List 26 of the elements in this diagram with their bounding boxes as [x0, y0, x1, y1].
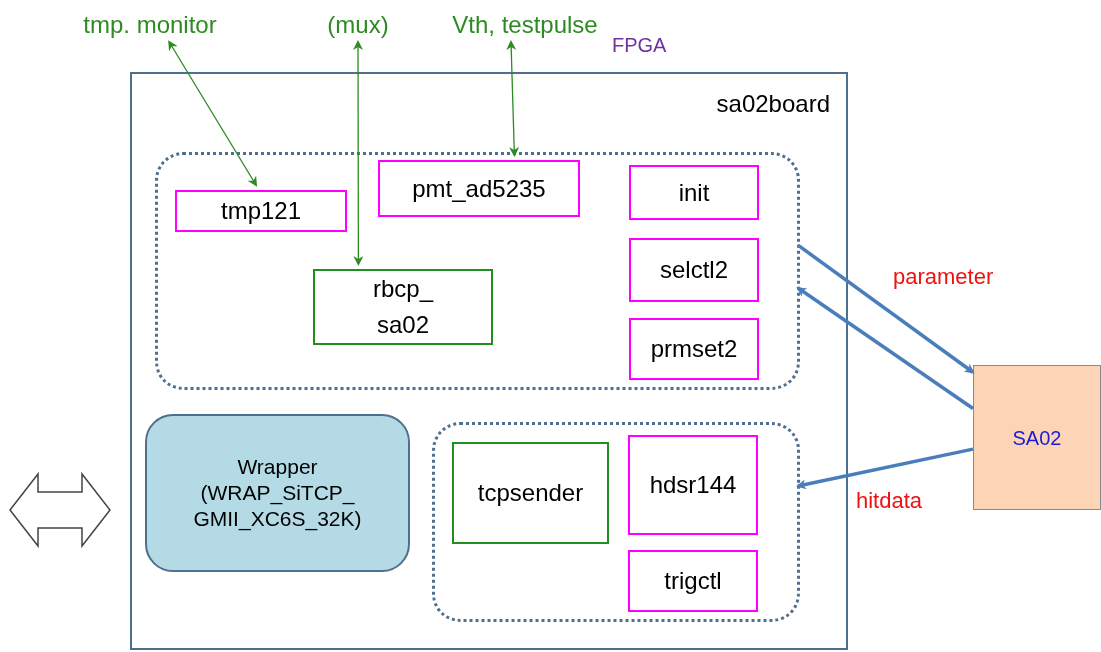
wrapper-box — [145, 414, 410, 572]
module-group — [155, 152, 800, 390]
module-box: init — [629, 165, 759, 220]
board-box — [130, 72, 848, 650]
chip-label: FPGA — [612, 33, 667, 58]
module-name: (WRAP_SiTCP_ GMII_XC6S_32K) — [192, 479, 363, 533]
signal-label: tmp. monitor — [70, 8, 230, 42]
arrow — [353, 40, 364, 266]
board-title: sa02board — [716, 89, 830, 119]
chip-box: SA02 — [973, 365, 1101, 510]
arrow — [796, 243, 975, 374]
arrow — [168, 40, 258, 187]
arrow — [796, 447, 974, 490]
signal-label: (mux) — [313, 8, 403, 42]
module-box: pmt_ad5235 — [378, 160, 580, 217]
module-box: hdsr144 — [628, 435, 758, 535]
module-box: rbcp_ sa02 — [313, 269, 493, 345]
module-group — [432, 422, 800, 622]
module-box: prmset2 — [629, 318, 759, 380]
arrow — [506, 40, 520, 157]
module-box: trigctl — [628, 550, 758, 612]
module-box: tcpsender — [452, 442, 609, 544]
wrapper-title: Wrapper — [237, 453, 318, 480]
module-box: tmp121 — [175, 190, 347, 232]
module-box: selctl2 — [629, 238, 759, 302]
arrow — [796, 286, 974, 410]
